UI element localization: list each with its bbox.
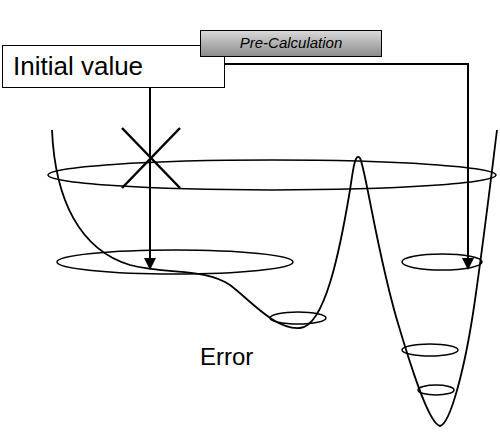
value-box: Initial value xyxy=(2,45,225,88)
contour-ring xyxy=(402,344,458,356)
contour-ring xyxy=(57,250,293,274)
cross-mark xyxy=(122,128,180,188)
process-banner: Pre-Calculation xyxy=(200,30,382,57)
contour-ring xyxy=(402,254,482,270)
axis-label: Error xyxy=(200,343,253,371)
blocked-arrow xyxy=(149,88,151,268)
guided-arrow xyxy=(225,64,468,268)
cross-mark xyxy=(122,128,180,188)
contour-ring xyxy=(48,160,496,190)
node-text: Pre-Calculation xyxy=(240,35,343,52)
node-text: Initial value xyxy=(13,52,143,81)
error-curve xyxy=(52,130,497,426)
contour-ring xyxy=(418,385,454,395)
